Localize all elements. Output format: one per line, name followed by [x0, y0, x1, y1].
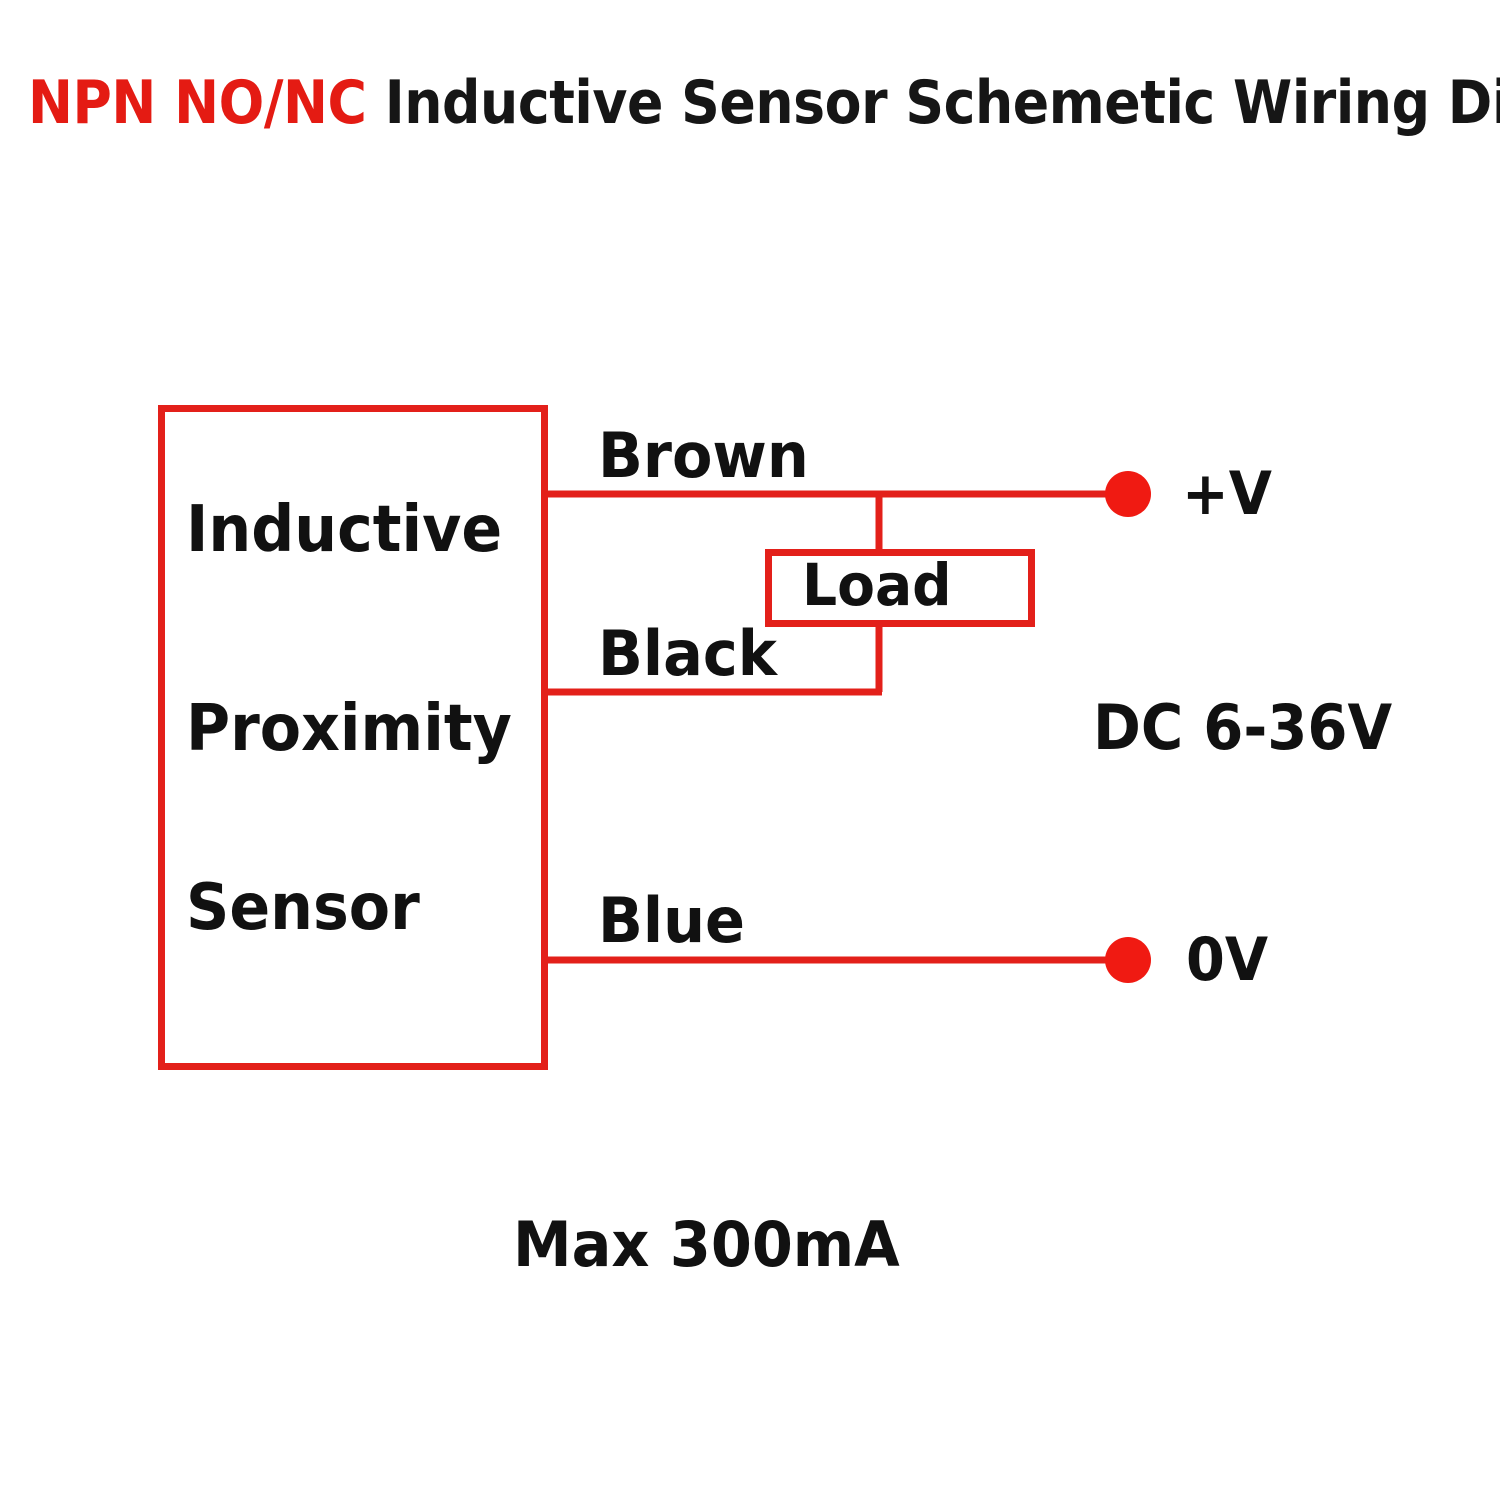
plus-v-terminal-dot	[1105, 471, 1151, 517]
sensor-label-line-2: Proximity	[186, 692, 512, 766]
sensor-label-line-3: Sensor	[186, 871, 420, 945]
zero-v-label: 0V	[1186, 925, 1269, 995]
sensor-body-box	[158, 405, 548, 1070]
zero-v-terminal-dot	[1105, 937, 1151, 983]
load-box-label: Load	[802, 551, 952, 619]
brown-wire-label: Brown	[598, 419, 809, 492]
title-accent-text: NPN NO/NC	[28, 68, 367, 138]
plus-v-label: +V	[1182, 459, 1272, 529]
blue-wire-label: Blue	[598, 884, 745, 957]
load-box	[765, 549, 1035, 627]
max-current-label: Max 300mA	[513, 1208, 900, 1281]
sensor-label-line-1: Inductive	[186, 493, 503, 567]
page-title: NPN NO/NC Inductive Sensor Schemetic Wir…	[28, 66, 1500, 140]
black-wire-label: Black	[598, 617, 777, 690]
title-rest-text: Inductive Sensor Schemetic Wiring Diagra…	[384, 68, 1500, 138]
supply-voltage-label: DC 6-36V	[1093, 691, 1393, 764]
